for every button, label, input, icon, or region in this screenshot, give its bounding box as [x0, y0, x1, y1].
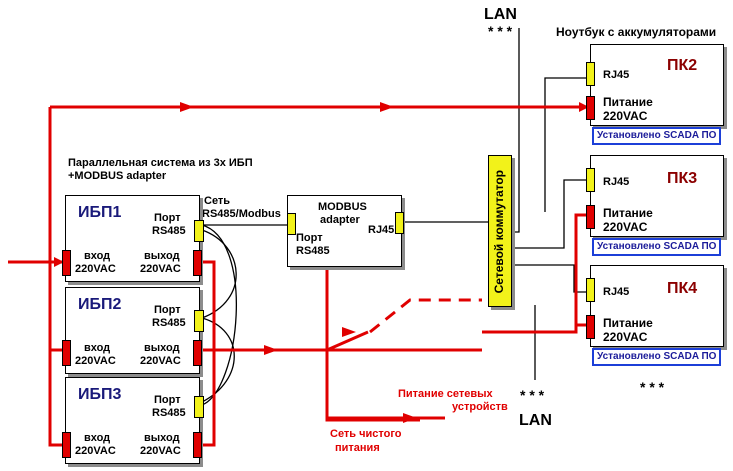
- network-switch: Сетевой коммутатор: [488, 155, 512, 307]
- ups-group-title: Параллельная система из 3х ИБП: [68, 157, 253, 169]
- switch-to-pc2-line: [544, 68, 589, 212]
- ups2-port-type: RS485: [152, 317, 186, 329]
- pc4-power-label: Питание: [603, 316, 653, 330]
- modbus-title: MODBUS: [318, 201, 367, 213]
- pc2-power-port: [586, 96, 595, 120]
- arrowheads: [180, 102, 417, 423]
- ups3-title: ИБП3: [78, 386, 122, 403]
- modbus-adapter-box: MODBUS adapter Порт RS485 RJ45: [287, 195, 402, 267]
- pc4-title: ПК4: [667, 280, 698, 297]
- pc2-box: ПК2 RJ45 Питание 220VAC: [590, 44, 724, 126]
- ups1-port-type: RS485: [152, 225, 186, 237]
- pc4-box: ПК4 RJ45 Питание 220VAC: [590, 265, 724, 347]
- pc3-power-voltage: 220VAC: [603, 220, 648, 234]
- device-power-caption-2: устройств: [452, 401, 508, 413]
- arrow-clean: [326, 330, 369, 352]
- lan-top-label: LAN: [484, 6, 517, 23]
- rs485-chain-2: [201, 224, 237, 406]
- ups1-port-label: Порт: [154, 212, 181, 224]
- ups2-out-label: выход: [144, 342, 180, 354]
- pc-more-stars: * * *: [640, 379, 665, 395]
- ups1-out-line: [200, 260, 216, 447]
- modbus-rs485-port: [287, 213, 296, 235]
- pc3-power-port: [586, 205, 595, 229]
- rs485-chain-1: [201, 229, 237, 319]
- lan-bottom-label: LAN: [519, 412, 552, 429]
- dashed-power-line: [369, 298, 482, 334]
- main-feed-left: [48, 107, 62, 447]
- pc3-title: ПК3: [667, 170, 698, 187]
- ups3-port-type: RS485: [152, 407, 186, 419]
- power-lines: [8, 102, 589, 447]
- ups1-box: ИБП1 Порт RS485 вход 220VAC выход 220VAC: [65, 195, 200, 282]
- network-switch-label: Сетевой коммутатор: [492, 170, 506, 294]
- clean-power-down: [325, 255, 420, 422]
- lan-bottom-stars: * * *: [520, 387, 545, 403]
- ups-group-subtitle: +MODBUS adapter: [68, 170, 167, 182]
- ups2-input-port: [62, 340, 71, 366]
- laptop-note: Ноутбук с аккумуляторами: [556, 25, 717, 39]
- pc3-rj45-label: RJ45: [603, 176, 630, 188]
- pc4-rj45-label: RJ45: [603, 286, 630, 298]
- ups3-box: ИБП3 Порт RS485 вход 220VAC выход 220VAC: [65, 377, 200, 464]
- pc3-scada-badge: Установлено SCADA ПО: [592, 238, 722, 256]
- pc2-rj45-port: [586, 62, 595, 86]
- network-label: Сеть: [204, 195, 231, 207]
- modbus-rj45-port: [395, 212, 404, 234]
- ups2-box: ИБП2 Порт RS485 вход 220VAC выход 220VAC: [65, 287, 200, 374]
- pc2-rj45-label: RJ45: [603, 69, 630, 81]
- ups1-rs485-port: [194, 220, 204, 242]
- device-power-caption: Питание сетевых: [398, 388, 493, 400]
- ups1-out-voltage: 220VAC: [140, 263, 181, 275]
- clean-power-caption: Сеть чистого: [330, 428, 402, 440]
- ups3-port-label: Порт: [154, 394, 181, 406]
- pc2-power-voltage: 220VAC: [603, 109, 648, 123]
- pc3-box: ПК3 RJ45 Питание 220VAC: [590, 155, 724, 237]
- pc4-power-voltage: 220VAC: [603, 330, 648, 344]
- ups3-out-voltage: 220VAC: [140, 445, 181, 457]
- ups2-out-voltage: 220VAC: [140, 355, 181, 367]
- clean-power-caption-2: питания: [335, 442, 380, 454]
- ups3-output-port: [193, 432, 202, 458]
- to-pc4-power: [482, 323, 588, 334]
- ups1-input-port: [62, 250, 71, 276]
- ups3-rs485-port: [194, 396, 204, 418]
- ups2-in-label: вход: [84, 342, 111, 354]
- ups1-output-port: [193, 250, 202, 276]
- pc2-title: ПК2: [667, 57, 698, 74]
- pc4-rj45-port: [586, 278, 595, 302]
- modbus-port-label: Порт: [296, 232, 323, 244]
- pc2-scada-badge: Установлено SCADA ПО: [592, 127, 722, 145]
- pc4-scada-badge: Установлено SCADA ПО: [592, 348, 722, 366]
- ups2-title: ИБП2: [78, 296, 122, 313]
- ups2-port-label: Порт: [154, 304, 181, 316]
- ups2-in-voltage: 220VAC: [75, 355, 116, 367]
- modbus-port-type: RS485: [296, 245, 330, 257]
- ups1-title: ИБП1: [78, 204, 122, 221]
- pc3-rj45-port: [586, 168, 595, 192]
- pc4-power-port: [586, 315, 595, 339]
- ups3-out-label: выход: [144, 432, 180, 444]
- ups1-in-voltage: 220VAC: [75, 263, 116, 275]
- modbus-rj45-label: RJ45: [368, 224, 395, 236]
- pc3-power-label: Питание: [603, 206, 653, 220]
- ups1-in-label: вход: [84, 250, 111, 262]
- ups3-input-port: [62, 432, 71, 458]
- ups3-in-label: вход: [84, 432, 111, 444]
- ups2-rs485-port: [194, 310, 204, 332]
- switch-to-pc4-line: [510, 264, 588, 293]
- lan-top-stars: * * *: [488, 23, 513, 39]
- pc2-power-label: Питание: [603, 95, 653, 109]
- modbus-subtitle: adapter: [320, 214, 360, 226]
- ups2-output-port: [193, 340, 202, 366]
- network-label-protocol: RS485/Modbus: [202, 208, 281, 220]
- ups3-in-voltage: 220VAC: [75, 445, 116, 457]
- ups1-out-label: выход: [144, 250, 180, 262]
